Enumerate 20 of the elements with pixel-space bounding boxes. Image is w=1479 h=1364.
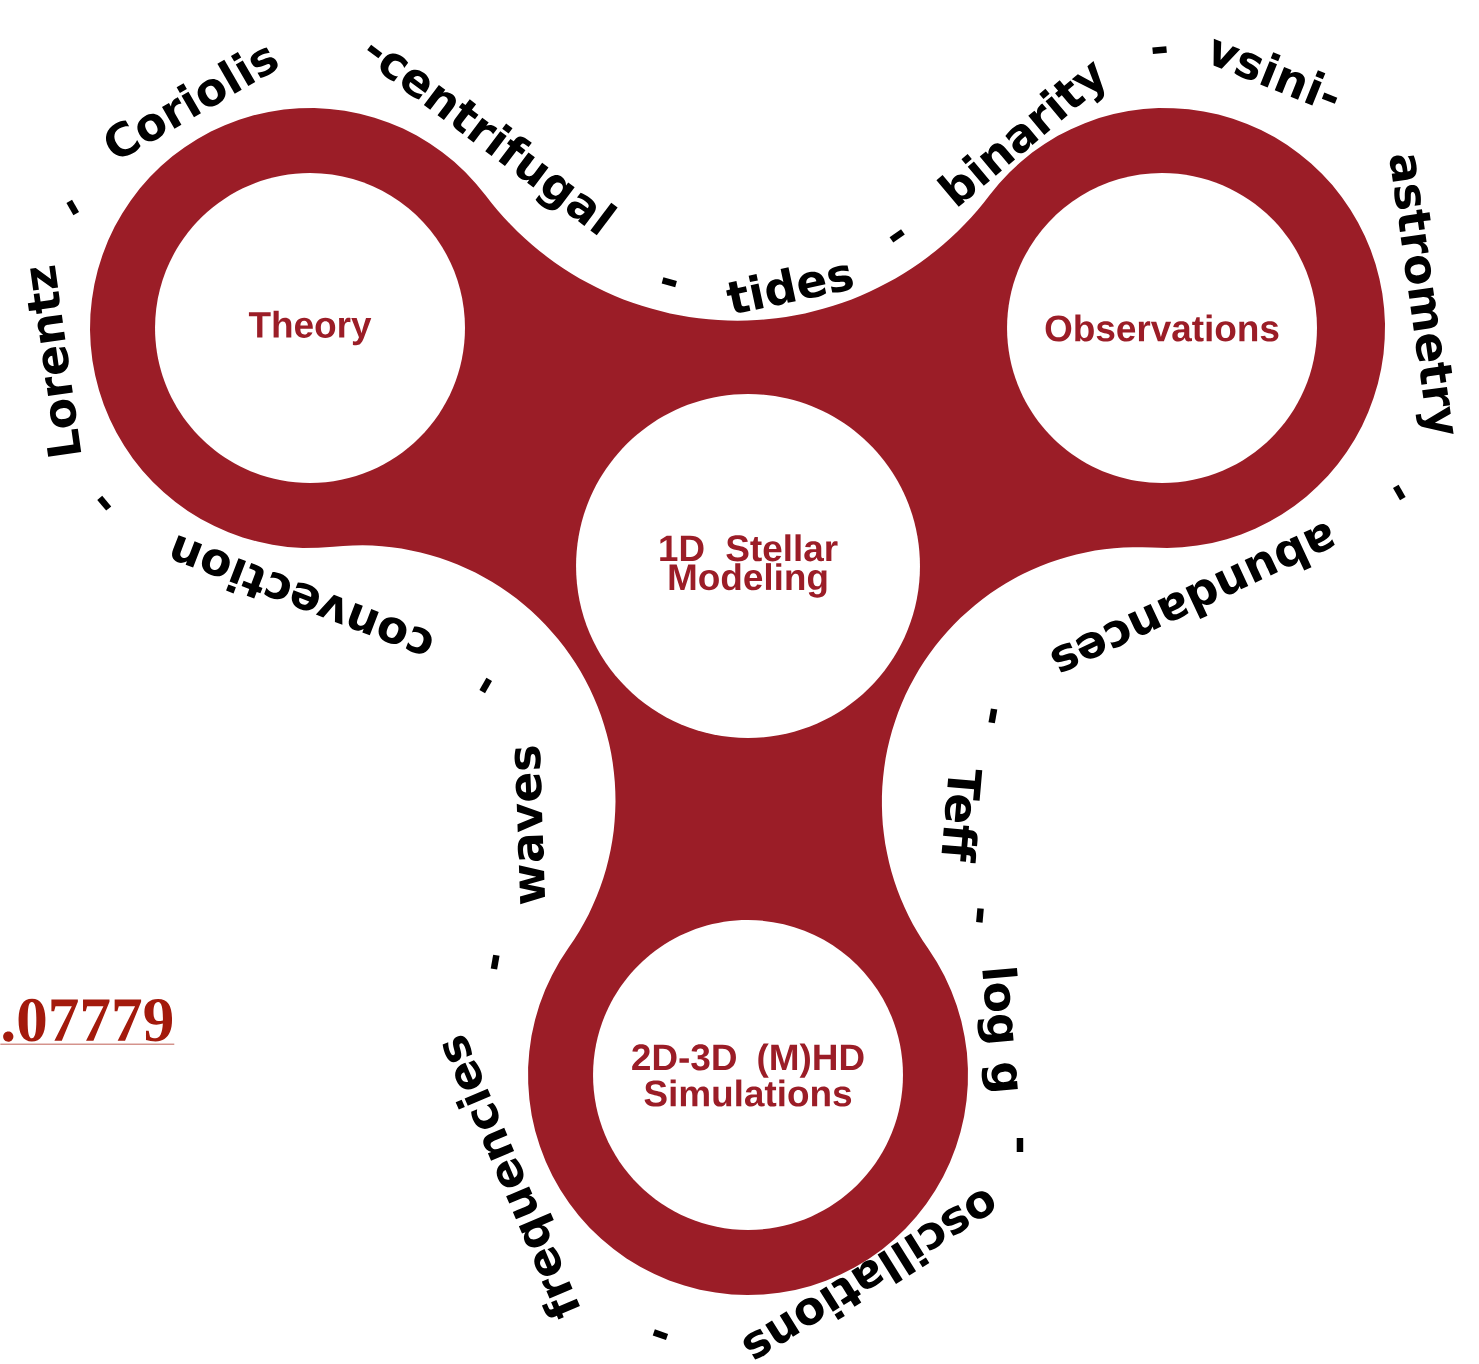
link-text: .07779 xyxy=(0,998,175,1045)
ring-word: tides xyxy=(726,265,853,313)
separator-dash: - xyxy=(661,277,677,288)
ring-word: Lorentz xyxy=(27,265,82,457)
separator-dash: - xyxy=(97,495,112,511)
separator-dash: - xyxy=(1152,46,1167,54)
ring-word: log g xyxy=(977,967,1018,1092)
ring-word: waves xyxy=(514,746,545,905)
separator-dash: - xyxy=(652,1329,669,1341)
ring-word: astrometry xyxy=(1389,155,1454,435)
separator-dash: - xyxy=(1016,1138,1024,1152)
separator-dash: - xyxy=(479,677,493,694)
separator-dash: - xyxy=(976,908,984,923)
separator-dash: - xyxy=(988,708,998,724)
ring-word: Teff xyxy=(941,769,983,864)
separator-dash: - xyxy=(66,199,80,216)
separator-dash: - xyxy=(889,229,905,243)
ring-word: vsini- xyxy=(1213,38,1338,106)
separator-dash: - xyxy=(1393,484,1406,501)
separator-dash: - xyxy=(490,954,500,970)
